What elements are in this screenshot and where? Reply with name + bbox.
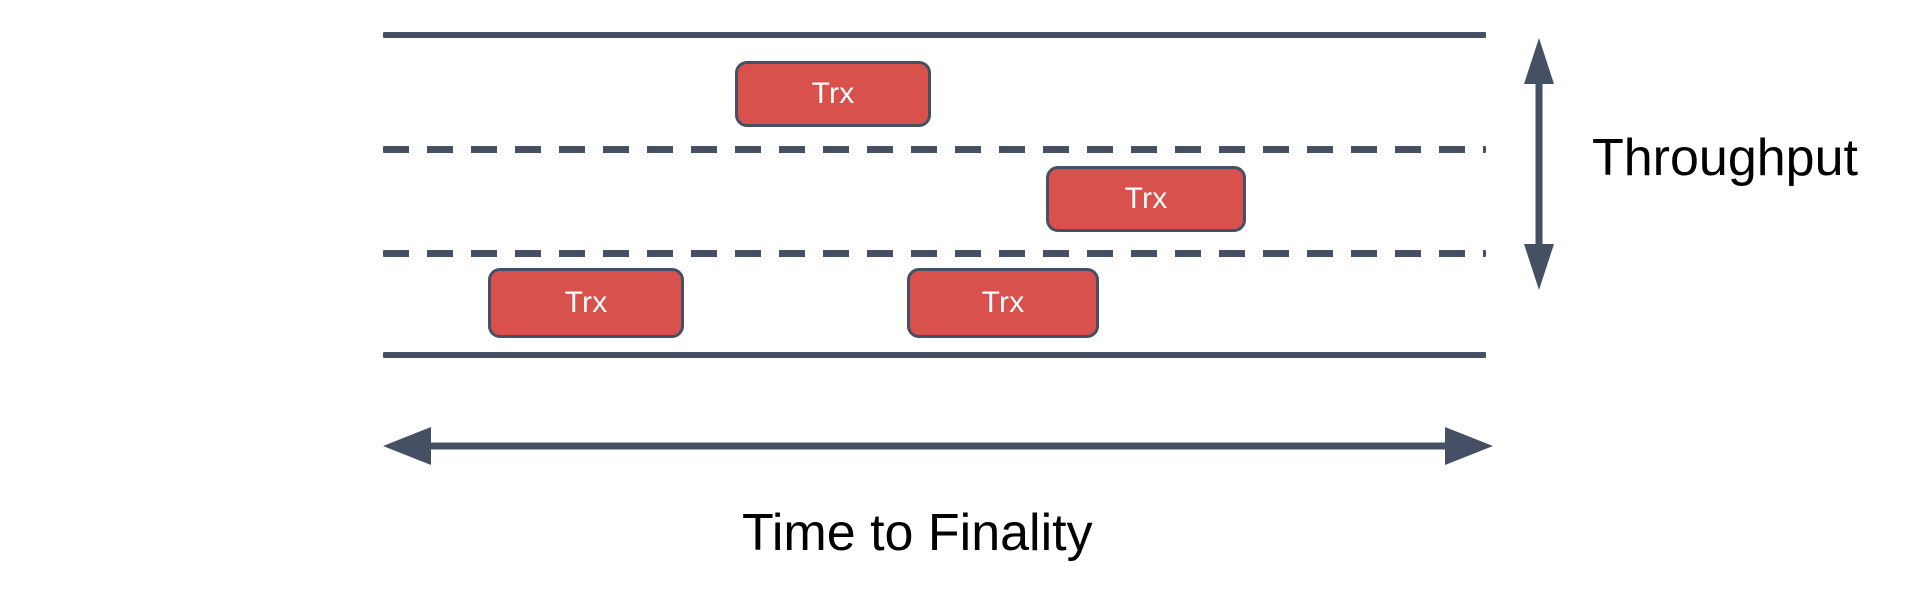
time-to-finality-axis-label: Time to Finality (742, 504, 1093, 562)
trx-block-label: Trx (811, 77, 855, 110)
upper-dashed-lane-line (383, 146, 1486, 153)
lower-dashed-lane-line (383, 250, 1486, 257)
trx-block[interactable]: Trx (488, 268, 684, 338)
trx-block-label: Trx (1124, 182, 1168, 215)
horizontal-double-arrow-icon (383, 424, 1493, 468)
bottom-solid-lane-line (383, 352, 1486, 358)
trx-block[interactable]: Trx (907, 268, 1099, 338)
vertical-double-arrow-icon (1523, 38, 1555, 290)
throughput-axis-label: Throughput (1592, 129, 1858, 187)
trx-block-label: Trx (564, 286, 608, 319)
top-solid-lane-line (383, 32, 1486, 38)
trx-block[interactable]: Trx (1046, 166, 1246, 232)
trx-block[interactable]: Trx (735, 61, 931, 127)
trx-block-label: Trx (981, 286, 1025, 319)
